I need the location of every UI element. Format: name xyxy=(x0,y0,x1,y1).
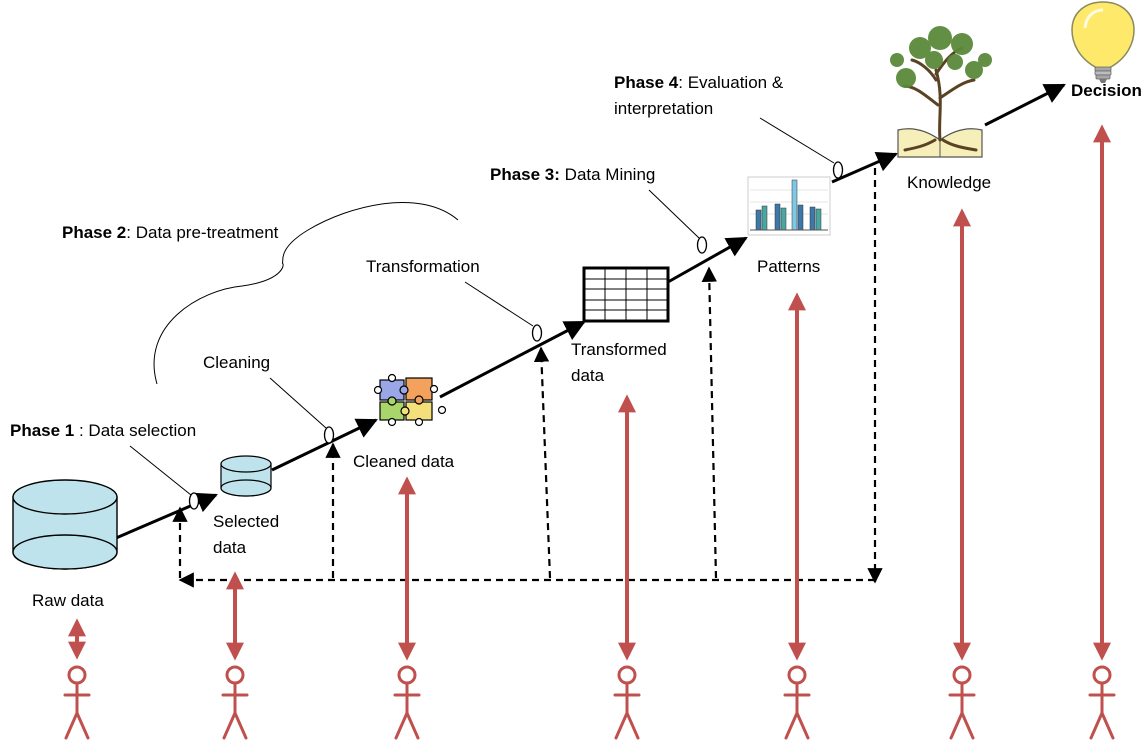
phase1-desc: : Data selection xyxy=(74,421,196,440)
phase4-desc: : Evaluation & xyxy=(678,73,784,92)
marker-phase1 xyxy=(188,492,200,510)
feedback-to-data-mining xyxy=(701,266,718,579)
user-figures xyxy=(63,665,1116,740)
selected-data-database-icon xyxy=(220,455,272,497)
bar-chart-icon xyxy=(747,176,831,236)
phase3-name: Phase 3: xyxy=(490,165,560,184)
feedback-to-transformation xyxy=(533,346,552,579)
transformed-data-label-line2: data xyxy=(571,366,605,385)
lightbulb-icon xyxy=(1071,1,1135,83)
user-figure-selected-data xyxy=(221,665,249,740)
phase3-desc: Data Mining xyxy=(560,165,655,184)
puzzle-pieces-icon xyxy=(373,373,447,427)
user-figure-transformed-data xyxy=(613,665,641,740)
flow-arrow-cleaned-to-transformed xyxy=(439,320,586,399)
callout-line-transformation xyxy=(464,281,534,327)
selected-data-label-line2: data xyxy=(213,538,247,557)
transformed-data-label-line1: Transformed xyxy=(571,340,667,359)
user-figure-cleaned-data xyxy=(393,665,421,740)
phase1-label: Phase 1 : Data selection xyxy=(10,421,196,440)
callout-lines xyxy=(129,117,835,496)
flow-arrow-knowledge-to-decision xyxy=(984,83,1066,127)
user-figure-decision xyxy=(1088,665,1116,740)
phase2-name: Phase 2 xyxy=(62,223,126,242)
selected-data-label-line1: Selected xyxy=(213,512,279,531)
cleaning-label: Cleaning xyxy=(203,353,270,372)
phase2-desc: : Data pre-treatment xyxy=(126,223,278,242)
marker-cleaning xyxy=(323,426,335,444)
phase2-label: Phase 2: Data pre-treatment xyxy=(62,223,279,242)
callout-line-evaluation xyxy=(759,117,835,164)
user-interaction-arrows xyxy=(68,124,1111,661)
decision-label: Decision xyxy=(1071,81,1142,100)
data-grid-icon xyxy=(582,266,670,323)
patterns-label: Patterns xyxy=(757,257,820,276)
cleaned-data-label: Cleaned data xyxy=(353,452,455,471)
raw-data-label: Raw data xyxy=(32,591,104,610)
user-figure-knowledge xyxy=(948,665,976,740)
process-flow xyxy=(115,83,1066,540)
marker-evaluation xyxy=(832,161,844,179)
knowledge-tree-icon xyxy=(890,26,992,158)
callout-line-phase1 xyxy=(129,445,192,496)
phase3-label: Phase 3: Data Mining xyxy=(490,165,655,184)
phase1-name: Phase 1 xyxy=(10,421,74,440)
flow-arrow-raw-to-selected xyxy=(115,492,218,540)
user-figure-patterns xyxy=(783,665,811,740)
feedback-loop xyxy=(172,168,883,588)
flow-arrow-transformed-to-patterns xyxy=(667,236,748,284)
step-markers xyxy=(188,161,844,510)
flow-arrow-patterns-to-knowledge xyxy=(831,151,898,184)
transformation-label: Transformation xyxy=(366,257,480,276)
knowledge-label: Knowledge xyxy=(907,173,991,192)
raw-data-database-icon xyxy=(12,479,118,570)
phase2-brace xyxy=(153,202,459,385)
user-figure-raw-data xyxy=(63,665,91,740)
phase4-desc-line2: interpretation xyxy=(614,99,713,118)
callout-line-data-mining xyxy=(648,189,700,239)
callout-line-cleaning xyxy=(269,377,327,429)
flow-arrow-selected-to-cleaned xyxy=(271,418,378,472)
marker-transformation xyxy=(531,324,543,342)
phase4-label: Phase 4: Evaluation & xyxy=(614,73,784,92)
marker-data-mining xyxy=(696,236,708,254)
phase4-name: Phase 4 xyxy=(614,73,679,92)
